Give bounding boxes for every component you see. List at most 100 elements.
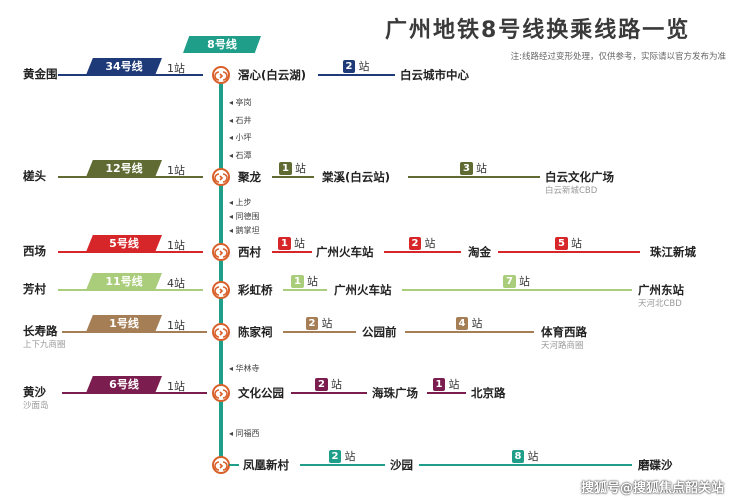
intermediate-station: ◂ 同福西 xyxy=(229,429,260,438)
transfer-line-segment xyxy=(272,176,314,178)
line-badge: 34号线 xyxy=(86,58,162,75)
transfer-line-segment xyxy=(283,289,327,291)
station-name: 北京路 xyxy=(471,386,506,400)
transfer-line-segment xyxy=(405,331,534,333)
station-name: 凤凰新村 xyxy=(243,458,289,472)
stop-unit: 站 xyxy=(330,378,342,391)
stop-unit: 站 xyxy=(344,450,356,463)
left-station-name: 长寿路 xyxy=(23,324,58,338)
disclaimer-note: 注:线路经过变形处理，仅供参考，实际请以官方发布为准 xyxy=(510,52,726,62)
stop-unit: 站 xyxy=(527,450,539,463)
transfer-line-segment xyxy=(300,464,385,466)
transfer-line-left xyxy=(58,176,203,178)
transfer-line-left xyxy=(58,289,203,291)
station-name: 滘心(白云湖) xyxy=(238,68,307,82)
stop-unit: 站 xyxy=(475,162,487,175)
line-8-trunk xyxy=(219,72,223,466)
intermediate-station: ◂ 石井 xyxy=(229,115,252,125)
transfer-line-left xyxy=(62,331,207,333)
left-stop-count: 1站 xyxy=(167,62,185,75)
station-name: 海珠广场 xyxy=(372,386,418,400)
stop-count-number: 3 xyxy=(460,161,473,175)
stop-count-number: 7 xyxy=(503,274,516,288)
left-stop-count: 1站 xyxy=(167,164,185,177)
left-station-name: 西场 xyxy=(23,244,46,258)
transfer-line-segment xyxy=(419,464,632,466)
connector-line xyxy=(229,464,239,466)
stop-count-number: 1 xyxy=(432,377,446,391)
intermediate-station: ◂ 石潭 xyxy=(229,150,252,160)
left-station-name: 黄金围 xyxy=(23,67,58,81)
station-name: 广州火车站 xyxy=(334,283,392,297)
transfer-line-left xyxy=(62,392,207,394)
left-station-name: 槎头 xyxy=(23,169,46,183)
left-station-area: 沙面岛 xyxy=(23,401,49,411)
intermediate-station: ◂ 鹅掌坦 xyxy=(229,226,260,235)
line-badge: 1号线 xyxy=(86,315,162,332)
interchange-icon xyxy=(212,456,230,474)
stop-count-number: 1 xyxy=(279,161,292,175)
page-title: 广州地铁8号线换乘线路一览 xyxy=(385,18,691,43)
station-name: 淘金 xyxy=(468,245,491,259)
intermediate-station: ◂ 同德围 xyxy=(229,212,260,221)
line-badge: 12号线 xyxy=(86,160,162,177)
transfer-line-segment xyxy=(402,289,632,291)
stop-count-number: 2 xyxy=(315,377,328,391)
stop-count-number: 2 xyxy=(305,316,319,330)
stop-unit: 站 xyxy=(424,237,436,250)
transfer-line-segment xyxy=(384,251,461,253)
station-name: 沙园 xyxy=(390,458,413,472)
transfer-line-segment xyxy=(427,392,466,394)
station-name: 西村 xyxy=(238,245,261,259)
intermediate-station: ◂ 华林寺 xyxy=(229,364,260,373)
transfer-line-left xyxy=(58,74,203,76)
line-badge: 5号线 xyxy=(86,235,162,252)
station-name: 白云城市中心 xyxy=(400,68,469,82)
interchange-icon xyxy=(212,66,230,84)
left-stop-count: 1站 xyxy=(167,380,185,393)
stop-unit: 站 xyxy=(321,317,333,330)
stop-count-number: 1 xyxy=(291,274,304,288)
intermediate-station: ◂ 小坪 xyxy=(229,133,252,142)
left-station-name: 芳村 xyxy=(23,282,46,296)
left-station-area: 上下九商圈 xyxy=(23,340,66,350)
stop-unit: 站 xyxy=(358,60,370,73)
stop-count-number: 1 xyxy=(278,236,291,250)
interchange-icon xyxy=(212,323,230,341)
intermediate-station: ◂ 亭岗 xyxy=(229,98,252,107)
left-station-name: 黄沙 xyxy=(23,385,46,399)
station-name: 文化公园 xyxy=(238,386,284,400)
left-stop-count: 1站 xyxy=(167,239,185,252)
station-area: 白云新城CBD xyxy=(545,186,598,196)
stop-unit: 站 xyxy=(294,162,306,175)
transfer-line-segment xyxy=(408,176,540,178)
transfer-line-segment xyxy=(272,251,312,253)
stop-count-number: 8 xyxy=(511,449,525,463)
stop-unit: 站 xyxy=(518,275,530,288)
watermark: 搜狐号@搜狐焦点韶关站 xyxy=(580,481,724,496)
stop-count-number: 2 xyxy=(408,236,422,250)
stop-unit: 站 xyxy=(471,317,483,330)
station-name: 聚龙 xyxy=(238,170,261,184)
stop-unit: 站 xyxy=(570,237,582,250)
line-badge: 11号线 xyxy=(86,273,162,290)
stop-unit: 站 xyxy=(293,237,305,250)
station-name: 磨碟沙 xyxy=(638,458,673,472)
stop-unit: 站 xyxy=(306,275,318,288)
interchange-icon xyxy=(212,384,230,402)
station-name: 陈家祠 xyxy=(238,325,273,339)
station-name: 彩虹桥 xyxy=(238,283,273,297)
